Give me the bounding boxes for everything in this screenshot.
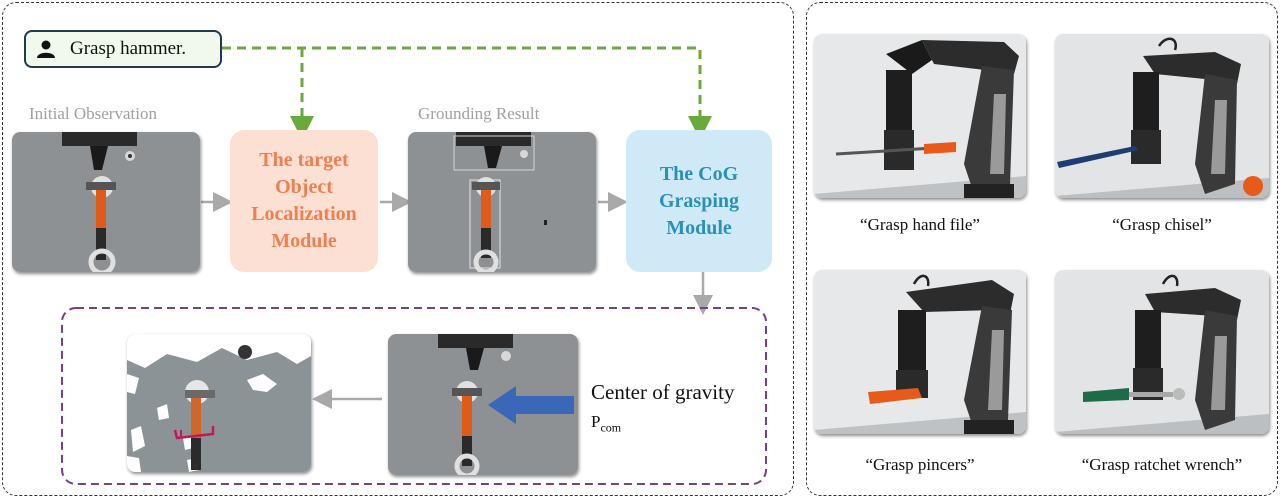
cog-symbol-subscript: com: [600, 420, 622, 435]
robot-image-chisel: [1055, 34, 1269, 198]
arrows-layer: [61, 46, 767, 485]
robot-image-hand-file: [814, 34, 1026, 198]
cog-detection-image: [388, 334, 578, 475]
point-cloud-image: [127, 334, 311, 472]
cog-detail-box: [61, 307, 767, 485]
grounding-result-image: [408, 132, 596, 272]
instruction-text: Grasp hammer.: [70, 38, 187, 59]
grounding-result-label: Grounding Result: [418, 104, 540, 123]
cog-symbol-main: P: [591, 412, 601, 431]
robot-image-ratchet-wrench: [1055, 270, 1269, 434]
caption-pincers: “Grasp pincers”: [865, 455, 975, 474]
caption-ratchet-wrench: “Grasp ratchet wrench”: [1081, 455, 1243, 474]
initial-observation-label: Initial Observation: [29, 104, 157, 123]
localization-module: The target Object Localization Module: [230, 130, 378, 272]
cog-module: The CoG Grasping Module: [626, 130, 772, 272]
cog-arrow: [488, 386, 574, 424]
examples-panel: [806, 2, 1278, 496]
instruction-box: Grasp hammer.: [24, 30, 222, 68]
instruction-arrow: [222, 46, 712, 140]
robot-image-pincers: [814, 270, 1026, 434]
cog-label: Center of gravity: [591, 380, 735, 404]
localization-module-title: The target Object Localization Module: [251, 149, 357, 252]
caption-hand-file: “Grasp hand file”: [860, 215, 980, 234]
user-icon: [37, 40, 55, 58]
caption-chisel: “Grasp chisel”: [1112, 215, 1212, 234]
cog-module-title: The CoG Grasping Module: [658, 162, 740, 239]
pipeline-panel: [2, 2, 794, 496]
initial-observation-image: [12, 132, 200, 272]
cog-symbol: Pcom: [591, 412, 621, 435]
